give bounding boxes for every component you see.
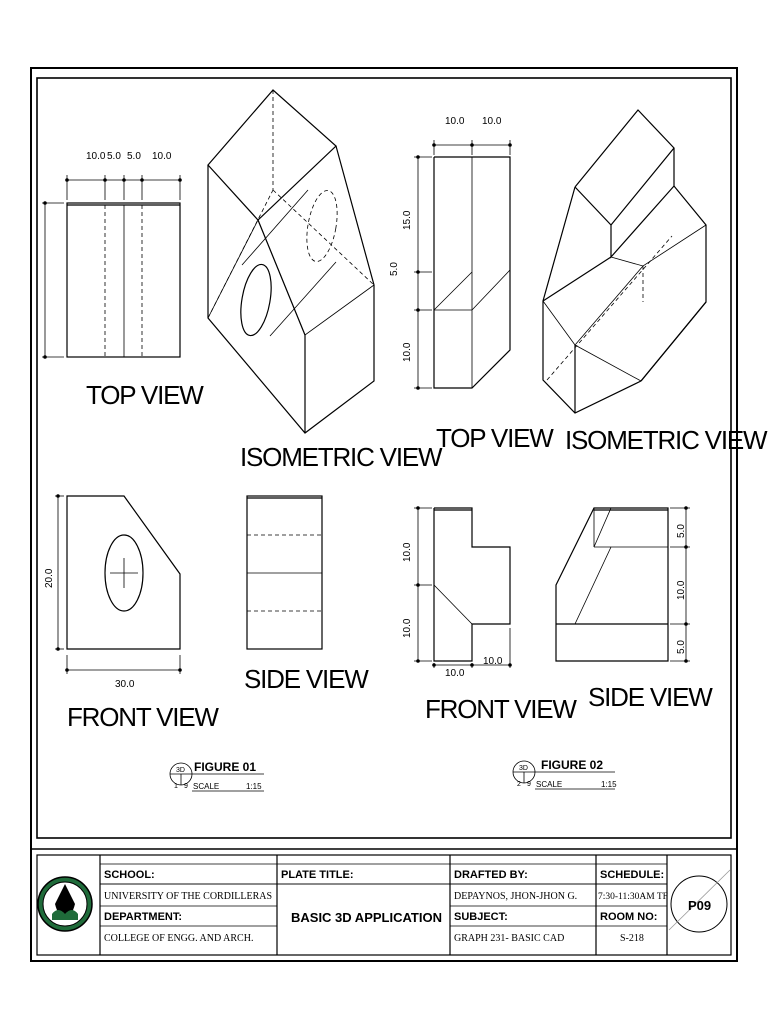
fig2-front-view-label: FRONT VIEW bbox=[425, 694, 577, 724]
fig1-bubble-left: 1 bbox=[174, 783, 178, 790]
fig2-scale-label: SCALE bbox=[536, 780, 562, 789]
fig1-dim-top-3: 5.0 bbox=[127, 151, 141, 162]
fig1-isometric-view bbox=[207, 89, 375, 434]
schedule-value: 7:30-11:30AM TF bbox=[598, 892, 668, 902]
school-value: UNIVERSITY OF THE CORDILLERAS bbox=[104, 891, 272, 902]
plate-number-badge bbox=[668, 869, 731, 933]
fig1-dim-top-2: 5.0 bbox=[107, 151, 121, 162]
fig1-bubble-right: 9 bbox=[184, 783, 188, 790]
fig1-side-view-label: SIDE VIEW bbox=[244, 664, 369, 694]
fig2-caption-title: FIGURE 02 bbox=[541, 758, 603, 772]
fig2-dim-top-v1: 15.0 bbox=[402, 210, 413, 230]
fig2-top-view-label: TOP VIEW bbox=[436, 423, 554, 453]
fig2-dim-front-v2: 10.0 bbox=[402, 618, 413, 638]
fig2-side-view-label: SIDE VIEW bbox=[588, 682, 713, 712]
university-logo bbox=[37, 876, 93, 932]
subject-value: GRAPH 231- BASIC CAD bbox=[454, 933, 564, 944]
department-value: COLLEGE OF ENGG. AND ARCH. bbox=[104, 933, 253, 944]
fig2-isometric-label: ISOMETRIC VIEW bbox=[565, 425, 768, 455]
fig2-bubble-right: 9 bbox=[527, 781, 531, 788]
plate-number: P09 bbox=[688, 898, 711, 913]
school-label: SCHOOL: bbox=[104, 869, 155, 881]
fig1-side-view bbox=[246, 495, 323, 650]
fig2-dim-front-h2: 10.0 bbox=[483, 656, 503, 667]
fig2-front-view bbox=[414, 506, 512, 668]
fig2-dim-top-h2: 10.0 bbox=[482, 116, 502, 127]
plate-title-value: BASIC 3D APPLICATION bbox=[291, 910, 442, 925]
fig1-top-view bbox=[42, 175, 182, 359]
fig2-bubble-left: 2 bbox=[517, 781, 521, 788]
fig2-scale-value: 1:15 bbox=[601, 780, 617, 789]
fig2-dim-top-v3: 10.0 bbox=[402, 342, 413, 362]
fig1-caption bbox=[169, 762, 264, 792]
department-label: DEPARTMENT: bbox=[104, 911, 182, 923]
fig1-dim-front-height: 20.0 bbox=[44, 568, 55, 588]
fig1-isometric-label: ISOMETRIC VIEW bbox=[240, 442, 443, 472]
title-block bbox=[36, 854, 732, 956]
fig1-caption-title: FIGURE 01 bbox=[194, 760, 256, 774]
fig2-dim-top-v2: 5.0 bbox=[389, 262, 400, 276]
drafted-by-value: DEPAYNOS, JHON-JHON G. bbox=[454, 891, 577, 902]
fig2-top-view bbox=[414, 140, 512, 390]
fig1-dim-top-1: 10.0 bbox=[86, 151, 106, 162]
fig1-dim-top-4: 10.0 bbox=[152, 151, 172, 162]
outer-border bbox=[30, 67, 738, 962]
fig1-front-view bbox=[55, 494, 182, 674]
fig2-side-view bbox=[555, 506, 690, 663]
fig1-scale-value: 1:15 bbox=[246, 782, 262, 791]
fig2-dim-front-h1: 10.0 bbox=[445, 668, 465, 679]
fig1-scale-label: SCALE bbox=[193, 782, 219, 791]
fig1-top-view-label: TOP VIEW bbox=[86, 380, 204, 410]
fig2-isometric-view bbox=[542, 109, 707, 414]
fig1-bubble-top: 3D bbox=[176, 767, 185, 774]
plate-title-label: PLATE TITLE: bbox=[281, 869, 354, 881]
fig2-caption bbox=[512, 760, 615, 790]
drafted-by-label: DRAFTED BY: bbox=[454, 869, 528, 881]
room-label: ROOM NO: bbox=[600, 911, 657, 923]
room-value: S-218 bbox=[620, 933, 644, 944]
fig2-dim-side-v1: 5.0 bbox=[676, 524, 687, 538]
fig2-dim-side-v2: 10.0 bbox=[676, 580, 687, 600]
fig1-front-view-label: FRONT VIEW bbox=[67, 702, 219, 732]
fig2-bubble-top: 3D bbox=[519, 765, 528, 772]
fig2-dim-side-v3: 5.0 bbox=[676, 640, 687, 654]
fig2-dim-top-h1: 10.0 bbox=[445, 116, 465, 127]
schedule-label: SCHEDULE: bbox=[600, 869, 664, 881]
drawing-frame bbox=[36, 77, 732, 839]
subject-label: SUBJECT: bbox=[454, 911, 508, 923]
fig1-dim-front-width: 30.0 bbox=[115, 679, 135, 690]
fig2-dim-front-v1: 10.0 bbox=[402, 542, 413, 562]
